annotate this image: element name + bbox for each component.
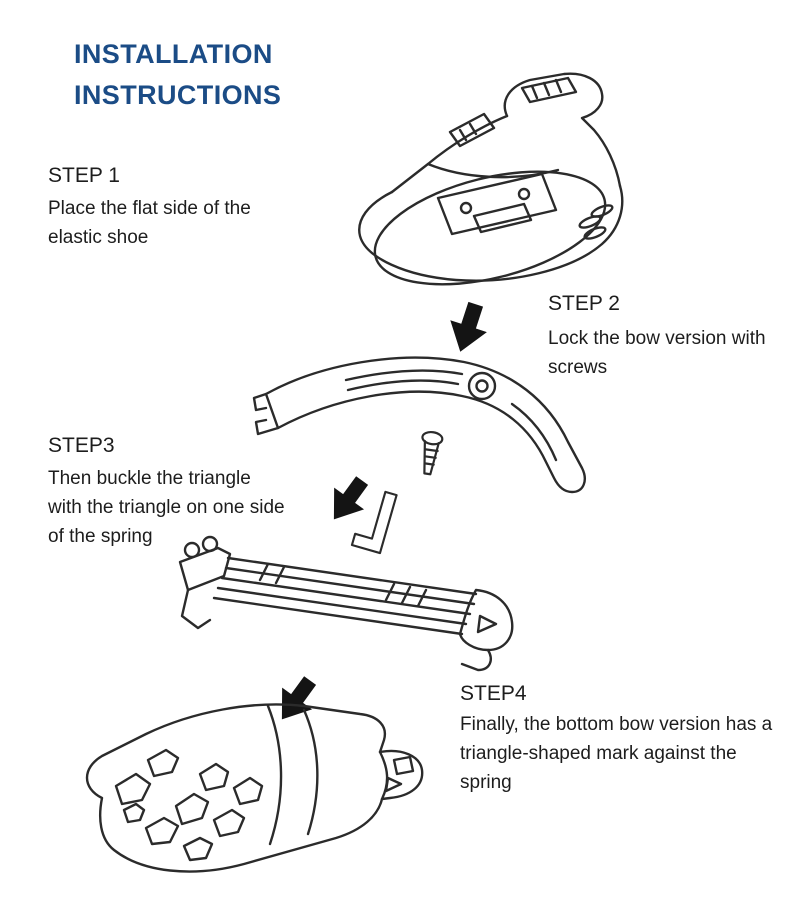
step3-text-line3: of the spring [48, 526, 153, 547]
down-arrow-icon [450, 301, 487, 352]
step1-text: Place the flat side of the elastic shoe [48, 194, 251, 252]
page-title: INSTALLATION INSTRUCTIONS [74, 34, 281, 116]
step3-text: Then buckle the triangle with the triang… [48, 464, 285, 551]
step3-label: STEP3 [48, 434, 115, 457]
step1-text-line1: Place the flat side of the [48, 198, 251, 219]
page-title-line2: INSTRUCTIONS [74, 80, 282, 110]
bow-plate-drawing [252, 356, 586, 494]
screw-drawing [421, 430, 444, 476]
screw-illustration [411, 428, 450, 482]
step4-label: STEP4 [460, 682, 527, 705]
step1-text-line2: elastic shoe [48, 227, 149, 248]
allen-key-illustration [343, 481, 405, 560]
sole-drawing [85, 703, 424, 873]
spring-assembly-illustration [158, 532, 538, 680]
boot-illustration [332, 70, 700, 320]
down-arrow-icon [281, 676, 317, 720]
step2-text-line2: screws [548, 357, 608, 378]
step4-text-line1: Finally, the bottom bow version has a [460, 714, 773, 735]
step2-text-line1: Lock the bow version with [548, 328, 766, 349]
sole-illustration [72, 694, 472, 890]
step2-label: STEP 2 [548, 292, 620, 315]
down-arrow-1 [440, 298, 495, 359]
step2-text: Lock the bow version with screws [548, 324, 766, 382]
step1-label: STEP 1 [48, 164, 120, 187]
step4-text-line2: triangle-shaped mark against the [460, 743, 737, 764]
page-title-line1: INSTALLATION [74, 39, 273, 69]
bow-plate-illustration [250, 342, 608, 504]
allen-key-drawing [350, 490, 398, 555]
down-arrow-3 [266, 669, 327, 731]
down-arrow-2 [318, 469, 379, 531]
step3-text-line1: Then buckle the triangle [48, 468, 251, 489]
spring-assembly-drawing [178, 535, 514, 672]
step4-text: Finally, the bottom bow version has a tr… [460, 710, 772, 797]
step3-text-line2: with the triangle on one side [48, 497, 285, 518]
down-arrow-icon [333, 476, 369, 520]
boot-drawing [358, 72, 624, 286]
step4-text-line3: spring [460, 772, 512, 793]
